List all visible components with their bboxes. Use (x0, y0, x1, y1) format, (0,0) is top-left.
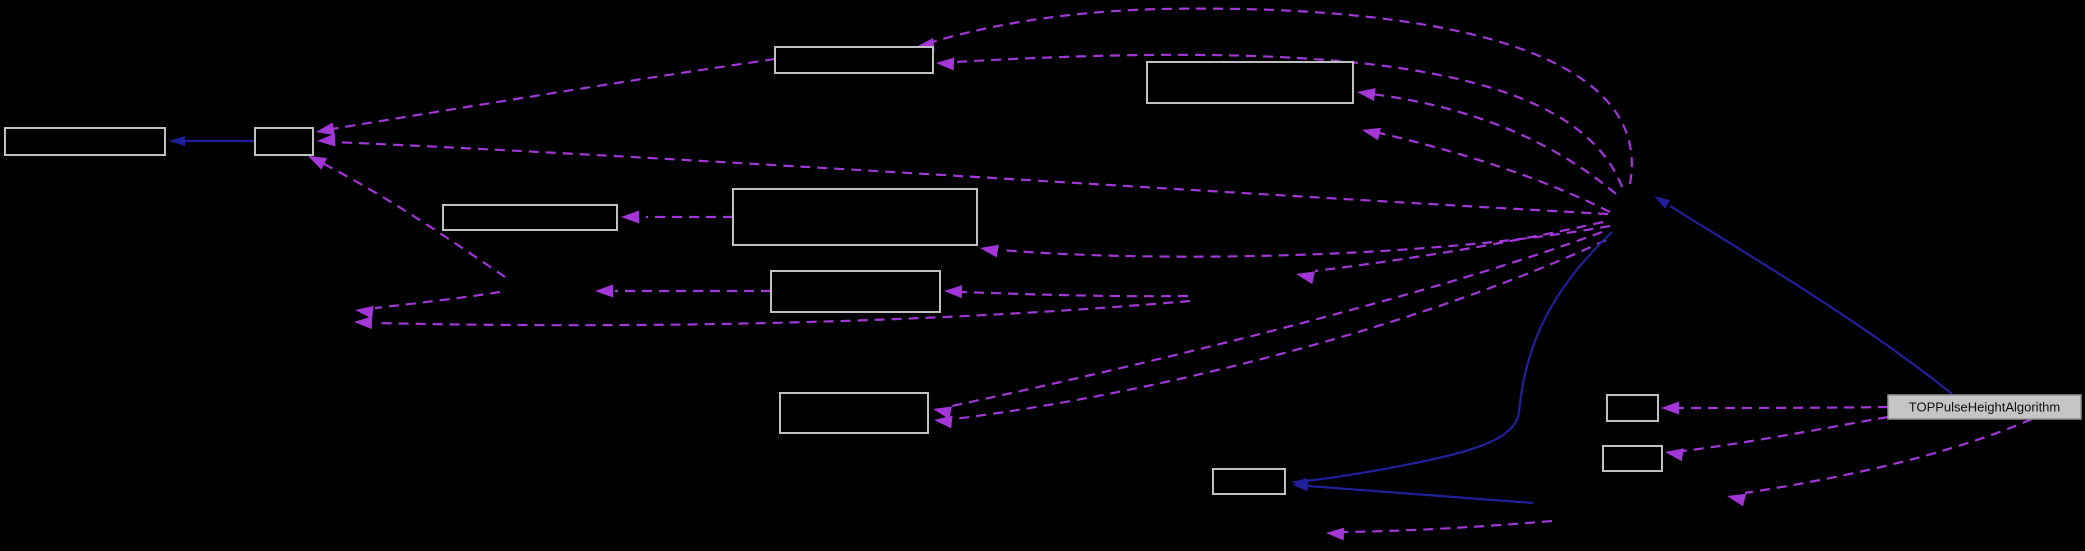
edge-hub-to-b6-arrowhead (980, 244, 999, 258)
edge-label-to-b10-arrowhead (1661, 401, 1679, 415)
edge-label-to-b10 (1661, 401, 1889, 415)
edge-b3-to-b2 (316, 57, 776, 136)
node-top-pulse-height-algorithm-label: TOPPulseHeightAlgorithm (1909, 400, 2061, 415)
edge-n4-to-inv6-arrowhead (1326, 527, 1345, 541)
edge-b2-to-b1-arrowhead (169, 136, 185, 146)
edge-hub-to-b2-arrowhead (317, 133, 336, 147)
edge-inv1-to-inv2-arrowhead (355, 305, 374, 319)
node-box-3[interactable] (774, 46, 934, 74)
edge-hub-to-n3-arrowhead (1296, 271, 1315, 285)
node-box-8[interactable] (779, 392, 929, 434)
edge-n4-to-b9-arrowhead (1292, 481, 1309, 492)
edge-n3-to-b7 (944, 285, 1189, 299)
edge-n4-to-b9 (1292, 481, 1534, 505)
edge-b6-to-b5 (621, 210, 733, 224)
node-box-4[interactable] (1146, 61, 1354, 104)
edge-label-to-b11-arrowhead (1665, 448, 1684, 462)
edge-hub-to-b8-lower (934, 239, 1607, 429)
edge-hub-to-inv5 (1362, 127, 1611, 213)
edge-hub-to-n3 (1296, 220, 1604, 285)
edge-hub-to-b9 (1291, 231, 1613, 489)
edge-label-to-n4 (1727, 417, 2033, 507)
node-box-5[interactable] (442, 204, 618, 231)
edge-hub-to-b4-arrowhead (1357, 88, 1376, 101)
edge-b3-to-b2-arrowhead (316, 122, 335, 136)
edge-inv1-to-b2-arrowhead (308, 156, 328, 170)
node-box-6[interactable] (732, 188, 978, 246)
edge-hub-to-b3-right (936, 53, 1624, 188)
edge-hub-to-b4 (1357, 88, 1617, 195)
edge-hub-to-inv5-arrowhead (1362, 127, 1382, 141)
edge-hub-to-b8-upper (933, 230, 1603, 420)
edge-b7-to-inv1 (595, 284, 771, 298)
node-box-9[interactable] (1212, 468, 1286, 495)
node-box-2[interactable] (254, 127, 314, 156)
edge-n3-to-inv2-arrowhead (354, 316, 373, 330)
edge-b6-to-b5-arrowhead (621, 210, 639, 224)
edge-b2-to-b1 (169, 136, 255, 146)
edge-hub-to-b6 (980, 224, 1611, 258)
node-box-7[interactable] (770, 270, 941, 313)
edge-n3-to-inv2 (354, 299, 1191, 330)
edge-inv1-to-b2 (308, 156, 506, 278)
edge-label-to-hub (1654, 196, 1953, 395)
edge-hub-to-b8-upper-arrowhead (933, 406, 952, 420)
edge-label-to-b11 (1665, 415, 1889, 462)
edge-hub-to-b2 (317, 133, 1609, 216)
edge-label-to-hub-arrowhead (1654, 196, 1671, 209)
edge-label-to-n4-arrowhead (1727, 493, 1747, 507)
edge-inv1-to-inv2 (355, 290, 501, 319)
edge-n4-to-inv6 (1326, 519, 1553, 541)
edge-b7-to-inv1-arrowhead (595, 284, 613, 298)
node-box-11[interactable] (1602, 445, 1663, 472)
edge-n3-to-b7-arrowhead (944, 285, 963, 299)
node-top-pulse-height-algorithm[interactable]: TOPPulseHeightAlgorithm (1887, 394, 2082, 420)
node-box-10[interactable] (1606, 394, 1659, 422)
edge-hub-to-b8-lower-arrowhead (934, 415, 953, 429)
node-box-1[interactable] (4, 127, 166, 156)
edge-hub-to-b3-right-arrowhead (936, 57, 955, 71)
